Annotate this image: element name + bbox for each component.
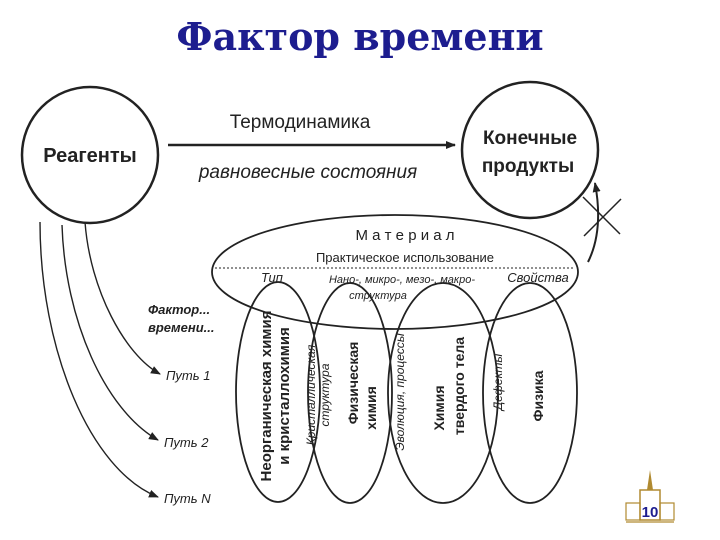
pathN-label: Путь N xyxy=(164,491,211,506)
evolution-label: Эволюция, процессы xyxy=(393,333,407,450)
inorganic-label-line1: Неорганическая химия xyxy=(258,311,275,482)
time-factor-line1: Фактор... xyxy=(148,302,210,317)
thermo-label: Термодинамика xyxy=(230,112,371,133)
reagents-circle xyxy=(20,85,160,225)
crystal-structure-label-line2: структура xyxy=(318,363,332,426)
products-circle xyxy=(460,80,600,220)
cross-line-1 xyxy=(582,196,621,235)
path1-arrow xyxy=(84,221,161,375)
path2-label: Путь 2 xyxy=(164,435,209,450)
defects-label: Дефекты xyxy=(491,354,505,413)
inorganic-label-line2: и кристаллохимия xyxy=(276,327,293,465)
pathN-arrow xyxy=(39,221,159,498)
solid-state-label-line1: Химия xyxy=(431,385,447,430)
cross-line-2 xyxy=(583,198,622,237)
products-label-line1: Конечные xyxy=(483,128,577,149)
reagents-label: Реагенты xyxy=(43,145,137,167)
path2-arrow xyxy=(61,224,159,441)
physics-ellipse xyxy=(482,282,578,504)
inorganic-chemistry-ellipse xyxy=(235,281,321,503)
blocked-arrow xyxy=(587,182,601,263)
physical-chemistry-ellipse xyxy=(307,282,393,504)
practical-use-label: Практическое использование xyxy=(316,250,494,265)
material-ellipse xyxy=(211,214,579,330)
products-label-line2: продукты xyxy=(482,156,574,177)
physchem-label-line2: химия xyxy=(363,386,379,430)
slide-title: Фактор времени xyxy=(176,14,544,59)
solid-state-chemistry-ellipse xyxy=(387,282,499,504)
page-number: 10 xyxy=(642,504,659,521)
properties-label: Свойства xyxy=(507,270,568,285)
equilibrium-label: равновесные состояния xyxy=(198,162,417,183)
path1-label: Путь 1 xyxy=(166,368,210,383)
material-label: М а т е р и а л xyxy=(355,227,454,244)
solid-state-label-line2: твердого тела xyxy=(451,337,467,435)
crystal-structure-label-line1: Кристаллическая xyxy=(304,344,318,445)
physchem-label-line1: Физическая xyxy=(345,342,361,425)
time-factor-line2: времени... xyxy=(148,320,215,335)
university-emblem xyxy=(625,470,675,523)
physics-label: Физика xyxy=(530,370,546,421)
structure-label-line2: структура xyxy=(349,290,407,302)
